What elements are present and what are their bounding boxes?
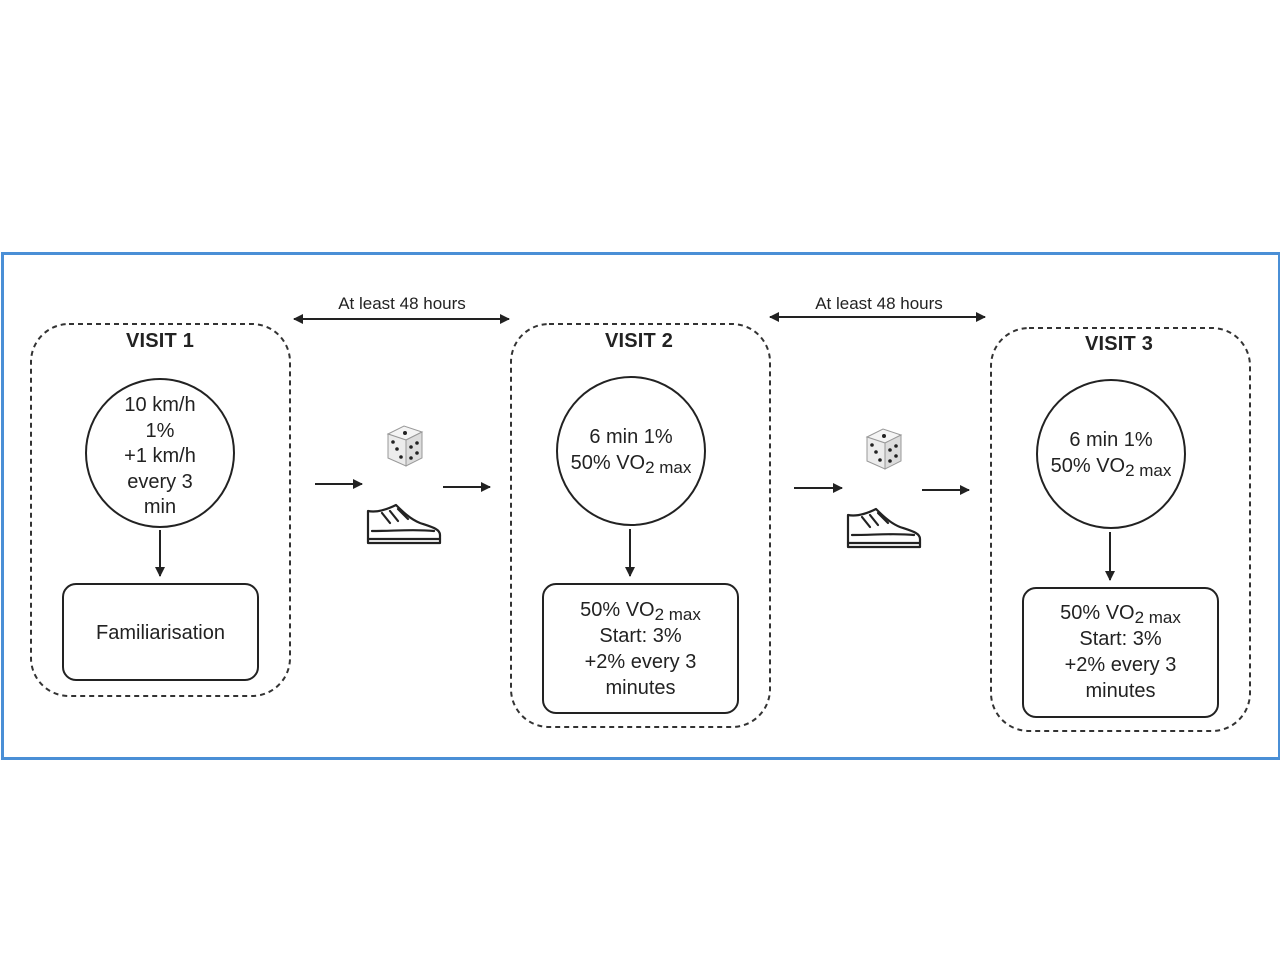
visit-2-container — [510, 323, 771, 728]
diagram-frame — [1, 252, 1280, 760]
circle-line: every 3 — [127, 470, 193, 493]
box-line: Start: 3% — [1079, 628, 1162, 650]
box-line: +2% every 3 — [1064, 654, 1177, 676]
gap-2-label: At least 48 hours — [815, 294, 943, 313]
box-line: minutes — [1085, 680, 1156, 702]
visit-1-box — [62, 583, 259, 681]
visit-3-box-text: 50% VO2 max Start: 3% +2% every 3 minute… — [1023, 600, 1218, 704]
box-line: minutes — [605, 677, 676, 699]
visit-2-box-text: 50% VO2 max Start: 3% +2% every 3 minute… — [543, 597, 738, 701]
vo2-prefix: 50% VO — [1060, 602, 1135, 624]
vo2-subscript: 2 max — [1134, 608, 1181, 627]
circle-vo2-line: 50% VO2 max — [1031, 454, 1191, 480]
visit-3-title: VISIT 3 — [1084, 333, 1154, 355]
gap-1-label: At least 48 hours — [338, 294, 466, 313]
visit-3-container — [990, 327, 1251, 732]
circle-line: +1 km/h — [124, 445, 196, 467]
vo2-subscript: 2 max — [1125, 460, 1172, 480]
visit-2-title: VISIT 2 — [604, 330, 674, 352]
circle-line: 1% — [145, 419, 175, 442]
circle-line: 6 min 1% — [1069, 429, 1153, 451]
visit-3-circle — [1036, 379, 1186, 529]
running-shoe-icon — [846, 507, 922, 549]
vo2-subscript: 2 max — [654, 605, 701, 624]
visit-1-circle-text: 10 km/h 1% +1 km/h every 3 min — [100, 393, 220, 521]
visit-2-circle-text: 6 min 1% 50% VO2 max — [551, 425, 711, 476]
vo2-prefix: 50% VO — [580, 599, 655, 621]
running-shoe-icon — [366, 503, 442, 545]
box-vo2-line: 50% VO2 max — [1023, 600, 1218, 626]
visit-1-box-text: Familiarisation — [96, 622, 225, 644]
vo2-prefix: 50% VO — [570, 451, 646, 474]
box-line: Start: 3% — [599, 625, 682, 647]
visit-2-box — [542, 583, 739, 714]
circle-line: 10 km/h — [124, 394, 196, 416]
dice-icon — [865, 428, 903, 470]
dice-icon — [386, 425, 424, 467]
visit-3-circle-text: 6 min 1% 50% VO2 max — [1031, 428, 1191, 479]
visit-1-title: VISIT 1 — [125, 330, 195, 352]
circle-line: 6 min 1% — [589, 426, 673, 448]
vo2-subscript: 2 max — [645, 457, 692, 477]
circle-line: min — [143, 496, 177, 518]
visit-1-circle — [85, 378, 235, 528]
visit-1-container — [30, 323, 291, 697]
visit-2-circle — [556, 376, 706, 526]
vo2-prefix: 50% VO — [1050, 454, 1126, 477]
circle-vo2-line: 50% VO2 max — [551, 451, 711, 477]
box-line: +2% every 3 — [584, 651, 697, 673]
box-vo2-line: 50% VO2 max — [543, 597, 738, 623]
visit-3-box — [1022, 587, 1219, 718]
